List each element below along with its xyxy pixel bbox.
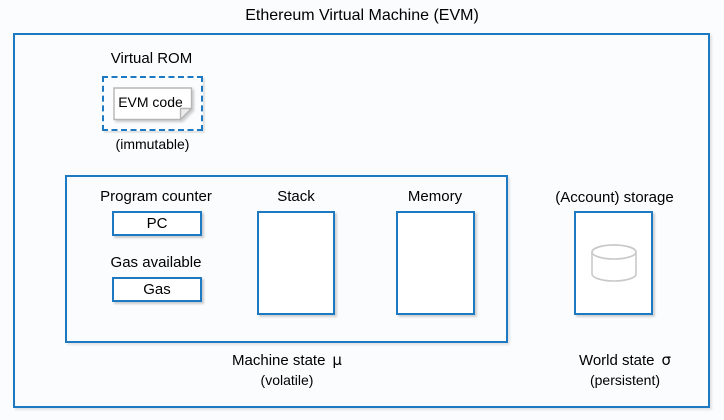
- diagram-title: Ethereum Virtual Machine (EVM): [245, 7, 479, 24]
- sigma-symbol: σ: [661, 351, 672, 369]
- pc-value: PC: [146, 215, 168, 232]
- machine-state-caption-text: Machine state: [232, 352, 326, 369]
- memory-label: Memory: [407, 188, 463, 205]
- evm-outer-box: Virtual ROM EVM code (immutable) Program…: [13, 33, 710, 408]
- program-counter-label: Program counter: [100, 188, 212, 205]
- world-state-caption: World state σ (persistent): [540, 351, 710, 389]
- evm-code-label: EVM code: [118, 93, 183, 110]
- machine-state-caption: Machine state μ (volatile): [187, 351, 387, 389]
- stack-label: Stack: [277, 188, 315, 205]
- gas-box: Gas: [112, 277, 202, 302]
- gas-value: Gas: [143, 281, 171, 298]
- account-storage-box: [574, 211, 653, 315]
- note-page-icon: [112, 86, 192, 120]
- persistent-note: (persistent): [589, 372, 661, 388]
- immutable-note: (immutable): [115, 136, 190, 152]
- evm-code-note: EVM code: [112, 86, 193, 121]
- pc-box: PC: [112, 211, 202, 236]
- memory-box: [396, 211, 475, 315]
- stack-box: [257, 211, 335, 315]
- volatile-note: (volatile): [260, 372, 314, 388]
- account-storage-label: (Account) storage: [555, 189, 674, 206]
- world-state-caption-text: World state: [578, 352, 655, 369]
- mu-symbol: μ: [332, 351, 342, 369]
- database-cylinder-icon: [590, 244, 637, 282]
- gas-available-label: Gas available: [110, 254, 202, 271]
- virtual-rom-label: Virtual ROM: [110, 50, 193, 67]
- virtual-rom-dashed-box: EVM code: [102, 76, 203, 131]
- machine-state-box: Program counter PC Gas available Gas Sta…: [65, 175, 508, 343]
